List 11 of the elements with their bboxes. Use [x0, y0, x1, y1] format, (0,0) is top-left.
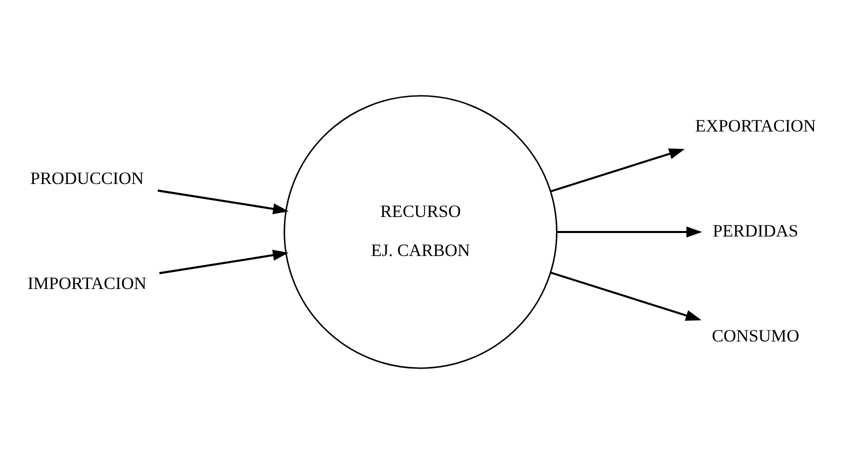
arrow [550, 148, 685, 192]
arrow [557, 226, 702, 238]
node-text: EXPORTACION [695, 116, 816, 136]
arrow [159, 250, 289, 274]
arrow [550, 272, 702, 321]
node-text: IMPORTACION [28, 272, 146, 293]
node-text: CONSUMO [712, 325, 800, 346]
arrow [158, 190, 289, 214]
node-text: PRODUCCION [30, 168, 144, 188]
node-text: PERDIDAS [712, 220, 798, 241]
node-circle: RECURSO EJ. CARBON [284, 95, 558, 369]
